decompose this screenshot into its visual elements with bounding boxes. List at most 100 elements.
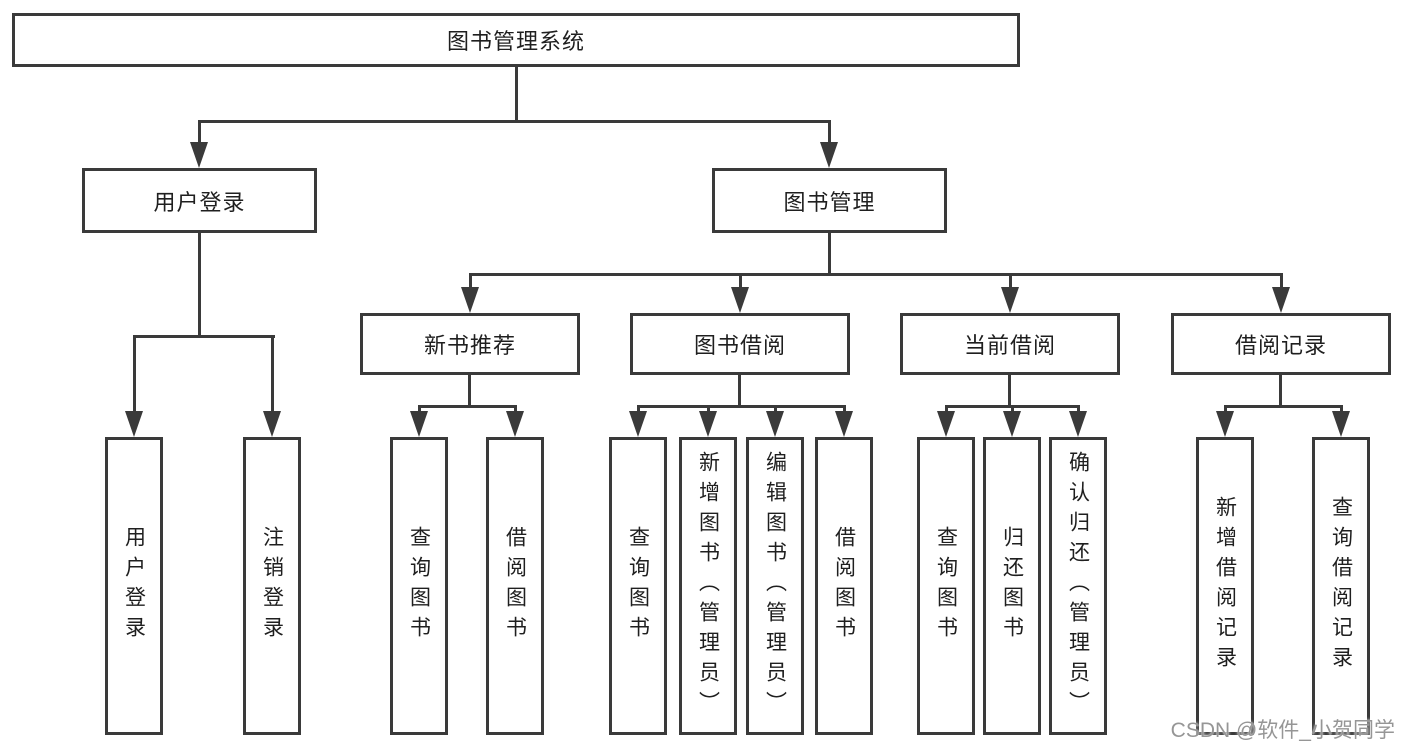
leaf-cb-confirm-return-admin: 确认归还（管理员） (1049, 437, 1107, 735)
connector-book-borrow-split (637, 405, 846, 408)
leaf-bb-edit-books-admin: 编辑图书（管理员） (746, 437, 804, 735)
arrow-tail (132, 335, 136, 411)
leaf-nb-borrow-books: 借阅图书 (486, 437, 544, 735)
arrow-to-bb-add (699, 405, 717, 437)
node-new-book-rec: 新书推荐 (360, 313, 580, 375)
arrowhead-down-icon (937, 411, 955, 437)
connector-current-borrow-stem (1008, 375, 1011, 408)
leaf-nb-query-books: 查询图书 (390, 437, 448, 735)
node-user-login-label: 用户登录 (153, 189, 246, 215)
arrow-to-cb-confirm (1069, 405, 1087, 437)
arrowhead-down-icon (1332, 411, 1350, 437)
arrowhead-down-icon (506, 411, 524, 437)
arrow-tail (1339, 405, 1343, 411)
leaf-cb-return-books-label: 归还图书 (1000, 526, 1024, 646)
leaf-bb-edit-books-admin-label: 编辑图书（管理员） (763, 451, 787, 721)
arrowhead-down-icon (629, 411, 647, 437)
arrow-to-book-borrow (731, 273, 749, 313)
arrow-to-cb-query (937, 405, 955, 437)
arrowhead-down-icon (766, 411, 784, 437)
leaf-bb-query-books: 查询图书 (609, 437, 667, 735)
connector-root-stem (515, 67, 518, 123)
connector-new-book-rec-split (418, 405, 517, 408)
arrow-tail (468, 273, 472, 287)
arrowhead-down-icon (1216, 411, 1234, 437)
connector-user-login-split (133, 335, 275, 338)
node-current-borrow-label: 当前借阅 (963, 333, 1056, 358)
leaf-bb-borrow-books: 借阅图书 (815, 437, 873, 735)
arrowhead-down-icon (125, 411, 143, 437)
arrow-tail (944, 405, 948, 411)
arrowhead-down-icon (731, 287, 749, 313)
leaf-user-login-label: 用户登录 (122, 526, 146, 646)
arrow-to-br-add (1216, 405, 1234, 437)
node-borrow-records-label: 借阅记录 (1234, 333, 1327, 358)
leaf-bb-add-books-admin-label: 新增图书（管理员） (696, 451, 720, 721)
arrow-to-leaf-user-login (125, 335, 143, 437)
leaf-cb-query-books-label: 查询图书 (934, 526, 958, 646)
node-borrow-records: 借阅记录 (1171, 313, 1391, 375)
arrowhead-down-icon (190, 142, 208, 168)
arrowhead-down-icon (820, 142, 838, 168)
node-book-borrow: 图书借阅 (630, 313, 850, 375)
leaf-br-query-record-label: 查询借阅记录 (1329, 496, 1353, 676)
arrow-tail (636, 405, 640, 411)
arrow-to-cb-return (1003, 405, 1021, 437)
arrowhead-down-icon (1001, 287, 1019, 313)
leaf-logout-label: 注销登录 (260, 526, 284, 646)
arrowhead-down-icon (835, 411, 853, 437)
arrow-to-bb-borrow (835, 405, 853, 437)
arrow-to-bb-edit (766, 405, 784, 437)
arrow-tail (1010, 405, 1014, 411)
arrow-tail (842, 405, 846, 411)
arrowhead-down-icon (699, 411, 717, 437)
leaf-br-query-record: 查询借阅记录 (1312, 437, 1370, 735)
node-book-borrow-label: 图书借阅 (693, 333, 786, 358)
connector-book-mgmt-stem (828, 233, 831, 276)
arrow-to-borrow-records (1272, 273, 1290, 313)
arrowhead-down-icon (1003, 411, 1021, 437)
node-book-mgmt: 图书管理 (712, 168, 947, 233)
arrow-to-new-book-rec (461, 273, 479, 313)
leaf-cb-query-books: 查询图书 (917, 437, 975, 735)
connector-user-login-stem (198, 233, 201, 338)
leaf-bb-query-books-label: 查询图书 (626, 526, 650, 646)
arrowhead-down-icon (410, 411, 428, 437)
arrow-to-nb-query (410, 405, 428, 437)
arrowhead-down-icon (1272, 287, 1290, 313)
arrow-tail (1279, 273, 1283, 287)
connector-new-book-rec-stem (468, 375, 471, 408)
arrow-tail (706, 405, 710, 411)
leaf-br-add-record: 新增借阅记录 (1196, 437, 1254, 735)
arrow-tail (197, 120, 201, 142)
node-current-borrow: 当前借阅 (900, 313, 1120, 375)
leaf-user-login: 用户登录 (105, 437, 163, 735)
arrow-tail (417, 405, 421, 411)
csdn-watermark: CSDN @软件_小贺同学 (1170, 719, 1395, 742)
leaf-cb-return-books: 归还图书 (983, 437, 1041, 735)
node-book-mgmt-label: 图书管理 (783, 189, 876, 215)
leaf-logout: 注销登录 (243, 437, 301, 735)
leaf-br-add-record-label: 新增借阅记录 (1213, 496, 1237, 676)
connector-borrow-records-stem (1279, 375, 1282, 408)
arrowhead-down-icon (263, 411, 281, 437)
arrow-to-current-borrow (1001, 273, 1019, 313)
arrow-tail (270, 335, 274, 411)
arrow-tail (773, 405, 777, 411)
connector-book-borrow-stem (738, 375, 741, 408)
node-new-book-rec-label: 新书推荐 (423, 333, 516, 358)
leaf-bb-borrow-books-label: 借阅图书 (832, 526, 856, 646)
arrow-tail (1223, 405, 1227, 411)
arrow-to-bb-query (629, 405, 647, 437)
node-user-login: 用户登录 (82, 168, 317, 233)
connector-borrow-records-split (1224, 405, 1343, 408)
leaf-nb-query-books-label: 查询图书 (407, 526, 431, 646)
arrow-tail (827, 120, 831, 142)
leaf-bb-add-books-admin: 新增图书（管理员） (679, 437, 737, 735)
node-root-system-label: 图书管理系统 (446, 29, 585, 54)
node-root-system: 图书管理系统 (12, 13, 1020, 67)
arrow-to-book-mgmt (820, 120, 838, 168)
leaf-cb-confirm-return-admin-label: 确认归还（管理员） (1066, 451, 1090, 721)
connector-book-mgmt-split (469, 273, 1283, 276)
